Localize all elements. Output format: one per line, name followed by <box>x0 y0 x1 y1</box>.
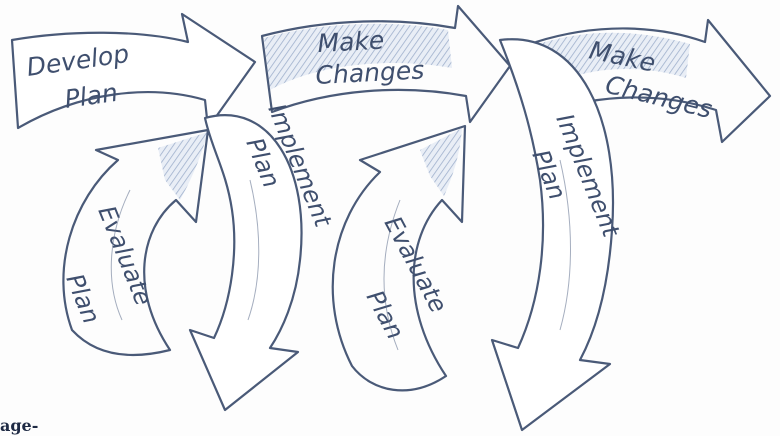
make-changes-1-label-line1: Make <box>317 26 385 58</box>
implement-plan-arrow-2: Implement Plan <box>490 38 626 432</box>
make-changes-arrow-1: Make Changes <box>260 4 512 124</box>
evaluate-plan-arrow-1: Evaluate Plan <box>60 128 210 357</box>
implement-plan-arrow-1: Implement Plan <box>188 100 338 412</box>
make-changes-2-label-line2: Changes <box>603 70 716 124</box>
footer-text-fragment: age- <box>0 416 39 435</box>
evaluate-plan-1-label-line1: Evaluate <box>92 202 157 310</box>
make-changes-1-label-line2: Changes <box>315 55 425 90</box>
evaluate-plan-arrow-2: Evaluate Plan <box>331 124 467 392</box>
develop-plan-label-line2: Plan <box>63 78 120 114</box>
develop-plan-arrow: Develop Plan <box>10 12 257 130</box>
sketch-strokes <box>110 159 571 351</box>
evaluate-plan-1-label-line2: Plan <box>60 270 105 328</box>
